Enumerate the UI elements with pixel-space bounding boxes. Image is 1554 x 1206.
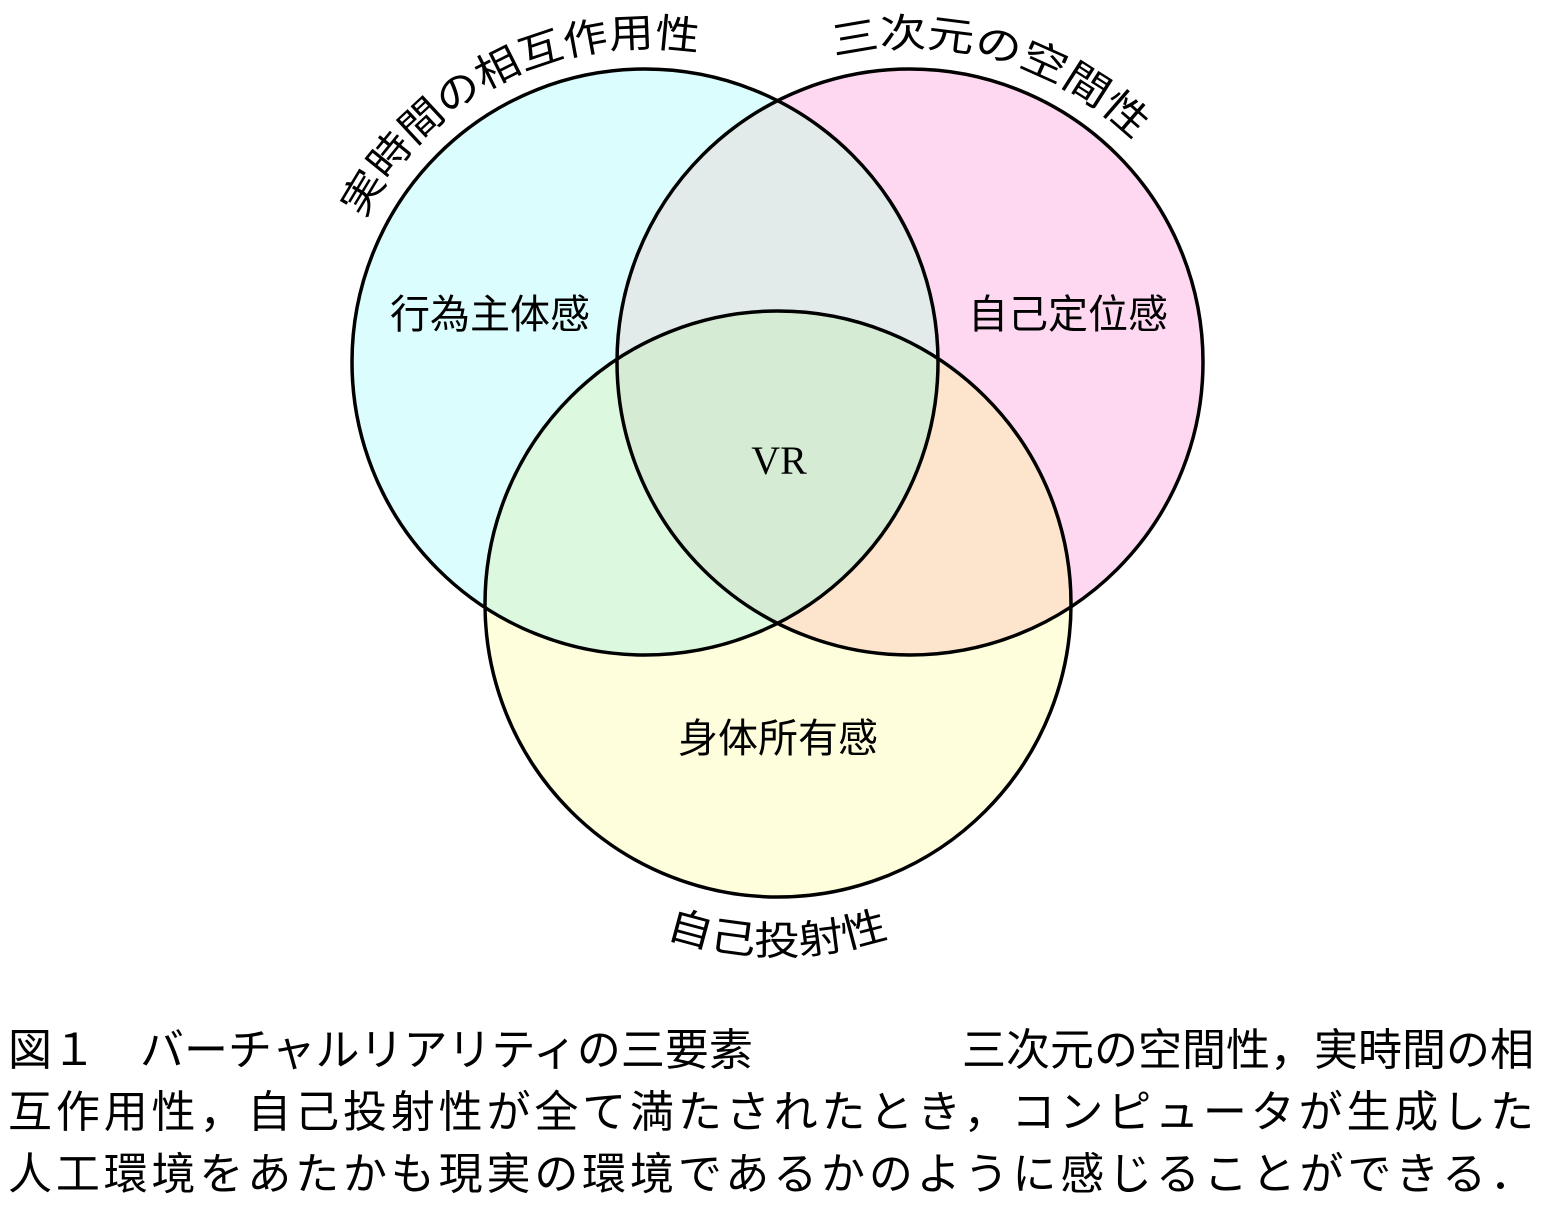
label-sense-of-agency: 行為主体感 — [390, 292, 590, 338]
label-self-projection: 自己投射性 — [662, 902, 891, 965]
figure-caption: 図１ バーチャルリアリティの三要素 三次元の空間性，実時間の相 互作用性，自己投… — [8, 1020, 1534, 1206]
caption-line: 図１ バーチャルリアリティの三要素 三次元の空間性，実時間の相 — [8, 1020, 1534, 1082]
caption-line: 互作用性，自己投射性が全て満たされたとき，コンピュータが生成した — [8, 1082, 1534, 1144]
caption-text: 三次元の空間性，実時間の相 — [962, 1025, 1534, 1076]
svg-text:自己投射性: 自己投射性 — [662, 902, 891, 965]
caption-text: 互作用性，自己投射性が全て満たされたとき，コンピュータが生成した — [8, 1087, 1534, 1138]
caption-line: 人工環境をあたかも現実の環境であるかのように感じることができる． — [8, 1144, 1534, 1206]
caption-title: 図１ バーチャルリアリティの三要素 — [8, 1025, 753, 1076]
venn-diagram: 実時間の相互作用性 三次元の空間性 自己投射性 行為主体感 自己定位感 身体所有… — [333, 10, 1205, 965]
label-body-ownership: 身体所有感 — [678, 716, 878, 762]
caption-text: 人工環境をあたかも現実の環境であるかのように感じることができる． — [8, 1149, 1534, 1200]
circle-outline — [350, 67, 940, 657]
label-self-location: 自己定位感 — [968, 292, 1168, 338]
circle-outline — [615, 67, 1205, 657]
label-vr: VR — [751, 438, 807, 483]
circle-outline — [483, 309, 1073, 899]
